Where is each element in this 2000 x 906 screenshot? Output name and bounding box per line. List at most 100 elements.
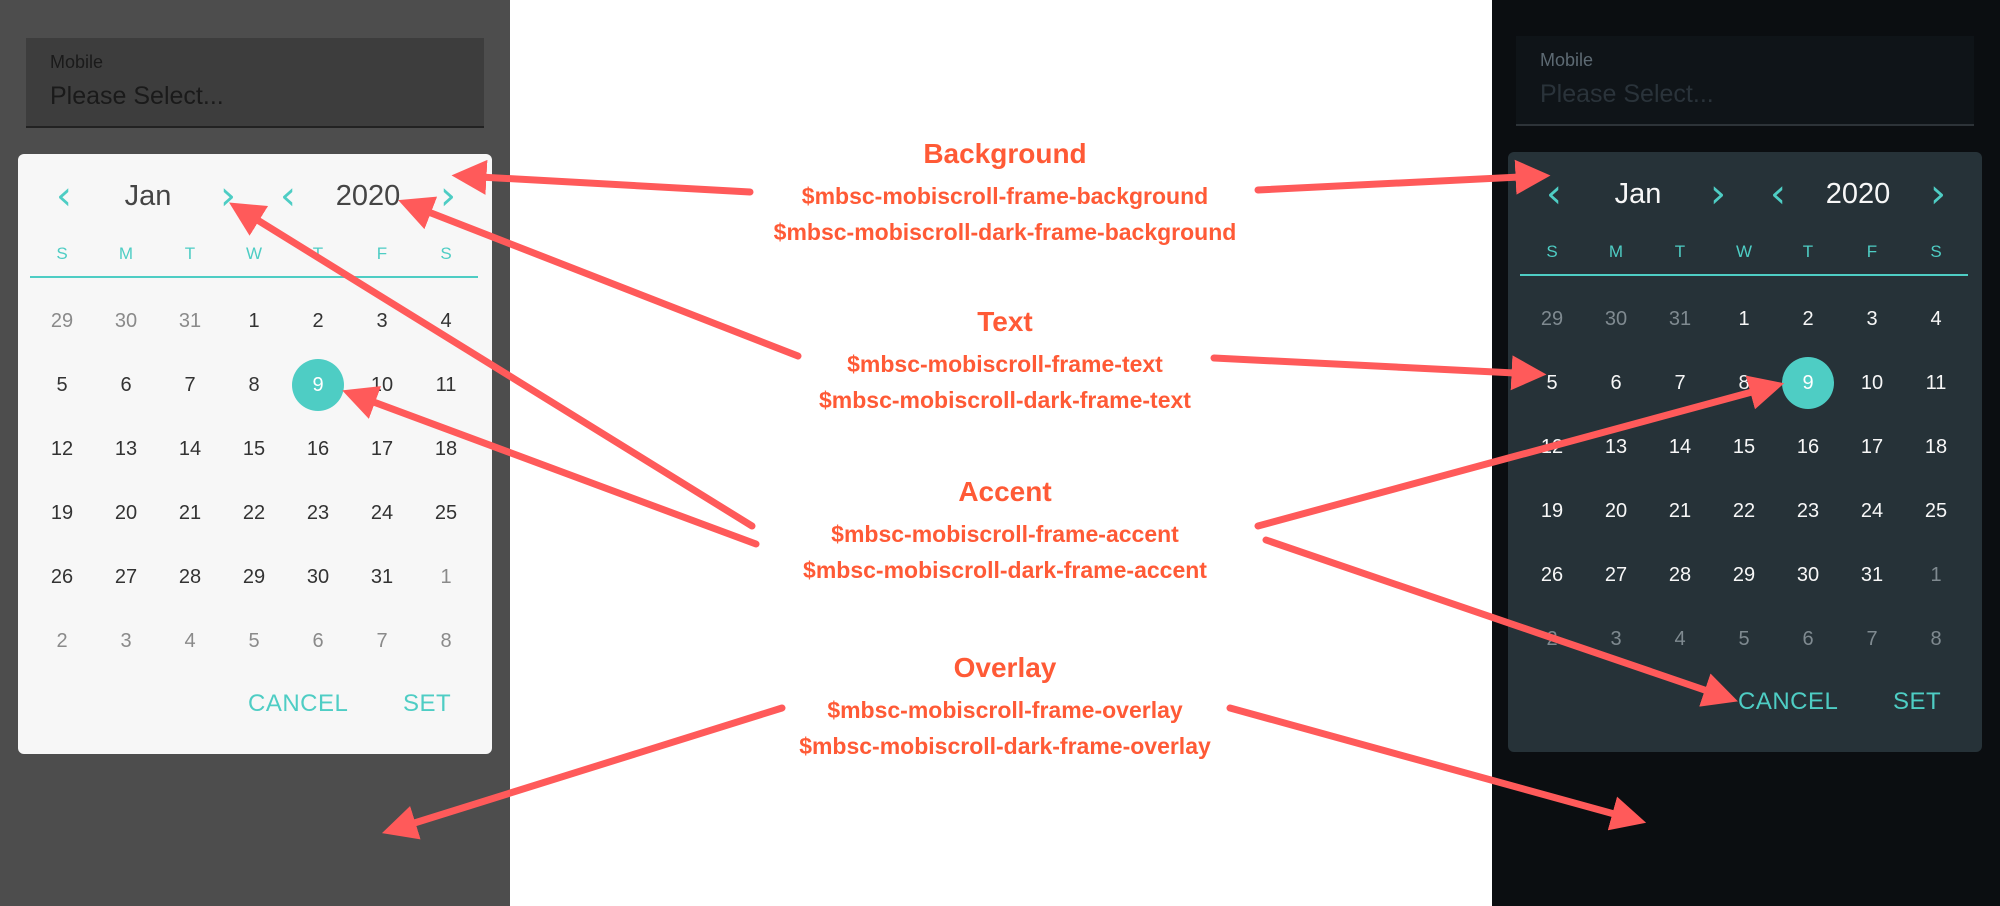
day-cell[interactable]: 21 <box>158 481 222 545</box>
day-cell[interactable]: 4 <box>158 609 222 673</box>
day-cell[interactable]: 25 <box>414 481 478 545</box>
day-cell[interactable]: 6 <box>1584 351 1648 415</box>
day-cell[interactable]: 7 <box>350 609 414 673</box>
day-cell[interactable]: 30 <box>1776 543 1840 607</box>
day-cell[interactable]: 3 <box>1584 607 1648 671</box>
day-cell[interactable]: 5 <box>222 609 286 673</box>
day-cell[interactable]: 27 <box>94 545 158 609</box>
day-cell[interactable]: 18 <box>414 417 478 481</box>
day-cell[interactable]: 26 <box>30 545 94 609</box>
day-cell[interactable]: 5 <box>1520 351 1584 415</box>
month-label[interactable]: Jan <box>124 180 172 212</box>
day-cell[interactable]: 19 <box>1520 479 1584 543</box>
selected-day-cell[interactable]: 9 <box>286 353 350 417</box>
day-cell[interactable]: 7 <box>158 353 222 417</box>
day-cell[interactable]: 17 <box>1840 415 1904 479</box>
day-cell[interactable]: 16 <box>286 417 350 481</box>
day-cell[interactable]: 18 <box>1904 415 1968 479</box>
day-cell[interactable]: 22 <box>1712 479 1776 543</box>
day-cell[interactable]: 2 <box>286 289 350 353</box>
day-cell[interactable]: 21 <box>1648 479 1712 543</box>
day-cell[interactable]: 8 <box>1712 351 1776 415</box>
cancel-button[interactable]: CANCEL <box>1738 688 1839 715</box>
day-cell[interactable]: 2 <box>1776 287 1840 351</box>
day-cell[interactable]: 23 <box>286 481 350 545</box>
day-cell[interactable]: 4 <box>414 289 478 353</box>
day-cell[interactable]: 30 <box>94 289 158 353</box>
mobile-input[interactable]: Mobile Please Select... <box>26 38 484 128</box>
day-cell[interactable]: 3 <box>94 609 158 673</box>
day-cell[interactable]: 10 <box>350 353 414 417</box>
cancel-button[interactable]: CANCEL <box>248 690 349 717</box>
day-cell[interactable]: 27 <box>1584 543 1648 607</box>
next-month-button[interactable]: › <box>1698 174 1738 216</box>
day-cell[interactable]: 31 <box>1840 543 1904 607</box>
set-button[interactable]: SET <box>403 690 452 717</box>
day-cell[interactable]: 8 <box>222 353 286 417</box>
day-cell[interactable]: 26 <box>1520 543 1584 607</box>
day-cell[interactable]: 15 <box>1712 415 1776 479</box>
day-cell[interactable]: 13 <box>94 417 158 481</box>
prev-month-button[interactable]: ‹ <box>1534 174 1574 216</box>
day-cell[interactable]: 19 <box>30 481 94 545</box>
next-year-button[interactable]: › <box>1918 174 1958 216</box>
day-cell[interactable]: 25 <box>1904 479 1968 543</box>
mobile-input[interactable]: Mobile Please Select... <box>1516 36 1974 126</box>
day-cell[interactable]: 3 <box>1840 287 1904 351</box>
day-cell[interactable]: 31 <box>350 545 414 609</box>
day-cell[interactable]: 30 <box>1584 287 1648 351</box>
day-cell[interactable]: 7 <box>1840 607 1904 671</box>
day-cell[interactable]: 4 <box>1648 607 1712 671</box>
day-cell[interactable]: 1 <box>414 545 478 609</box>
day-cell[interactable]: 13 <box>1584 415 1648 479</box>
day-cell[interactable]: 24 <box>350 481 414 545</box>
day-cell[interactable]: 8 <box>414 609 478 673</box>
day-cell[interactable]: 30 <box>286 545 350 609</box>
day-cell[interactable]: 1 <box>1712 287 1776 351</box>
day-cell[interactable]: 20 <box>1584 479 1648 543</box>
day-cell[interactable]: 10 <box>1840 351 1904 415</box>
day-cell[interactable]: 17 <box>350 417 414 481</box>
day-cell[interactable]: 31 <box>158 289 222 353</box>
day-cell[interactable]: 6 <box>286 609 350 673</box>
day-cell[interactable]: 29 <box>1712 543 1776 607</box>
day-cell[interactable]: 15 <box>222 417 286 481</box>
day-cell[interactable]: 28 <box>158 545 222 609</box>
day-cell[interactable]: 14 <box>1648 415 1712 479</box>
day-cell[interactable]: 20 <box>94 481 158 545</box>
selected-day-cell[interactable]: 9 <box>1776 351 1840 415</box>
set-button[interactable]: SET <box>1893 688 1942 715</box>
day-cell[interactable]: 28 <box>1648 543 1712 607</box>
day-cell[interactable]: 8 <box>1904 607 1968 671</box>
day-cell[interactable]: 11 <box>1904 351 1968 415</box>
next-month-button[interactable]: › <box>208 176 248 218</box>
next-year-button[interactable]: › <box>428 176 468 218</box>
day-cell[interactable]: 7 <box>1648 351 1712 415</box>
day-cell[interactable]: 12 <box>1520 415 1584 479</box>
year-label[interactable]: 2020 <box>335 180 401 212</box>
day-cell[interactable]: 24 <box>1840 479 1904 543</box>
day-cell[interactable]: 2 <box>1520 607 1584 671</box>
day-cell[interactable]: 4 <box>1904 287 1968 351</box>
day-cell[interactable]: 11 <box>414 353 478 417</box>
day-cell[interactable]: 2 <box>30 609 94 673</box>
day-cell[interactable]: 3 <box>350 289 414 353</box>
day-cell[interactable]: 1 <box>1904 543 1968 607</box>
prev-month-button[interactable]: ‹ <box>44 176 84 218</box>
day-cell[interactable]: 29 <box>222 545 286 609</box>
day-cell[interactable]: 29 <box>1520 287 1584 351</box>
day-cell[interactable]: 12 <box>30 417 94 481</box>
day-cell[interactable]: 5 <box>1712 607 1776 671</box>
month-label[interactable]: Jan <box>1614 178 1662 210</box>
day-cell[interactable]: 1 <box>222 289 286 353</box>
day-cell[interactable]: 6 <box>94 353 158 417</box>
prev-year-button[interactable]: ‹ <box>1758 174 1798 216</box>
day-cell[interactable]: 23 <box>1776 479 1840 543</box>
prev-year-button[interactable]: ‹ <box>268 176 308 218</box>
day-cell[interactable]: 31 <box>1648 287 1712 351</box>
day-cell[interactable]: 22 <box>222 481 286 545</box>
day-cell[interactable]: 5 <box>30 353 94 417</box>
day-cell[interactable]: 16 <box>1776 415 1840 479</box>
day-cell[interactable]: 6 <box>1776 607 1840 671</box>
day-cell[interactable]: 14 <box>158 417 222 481</box>
